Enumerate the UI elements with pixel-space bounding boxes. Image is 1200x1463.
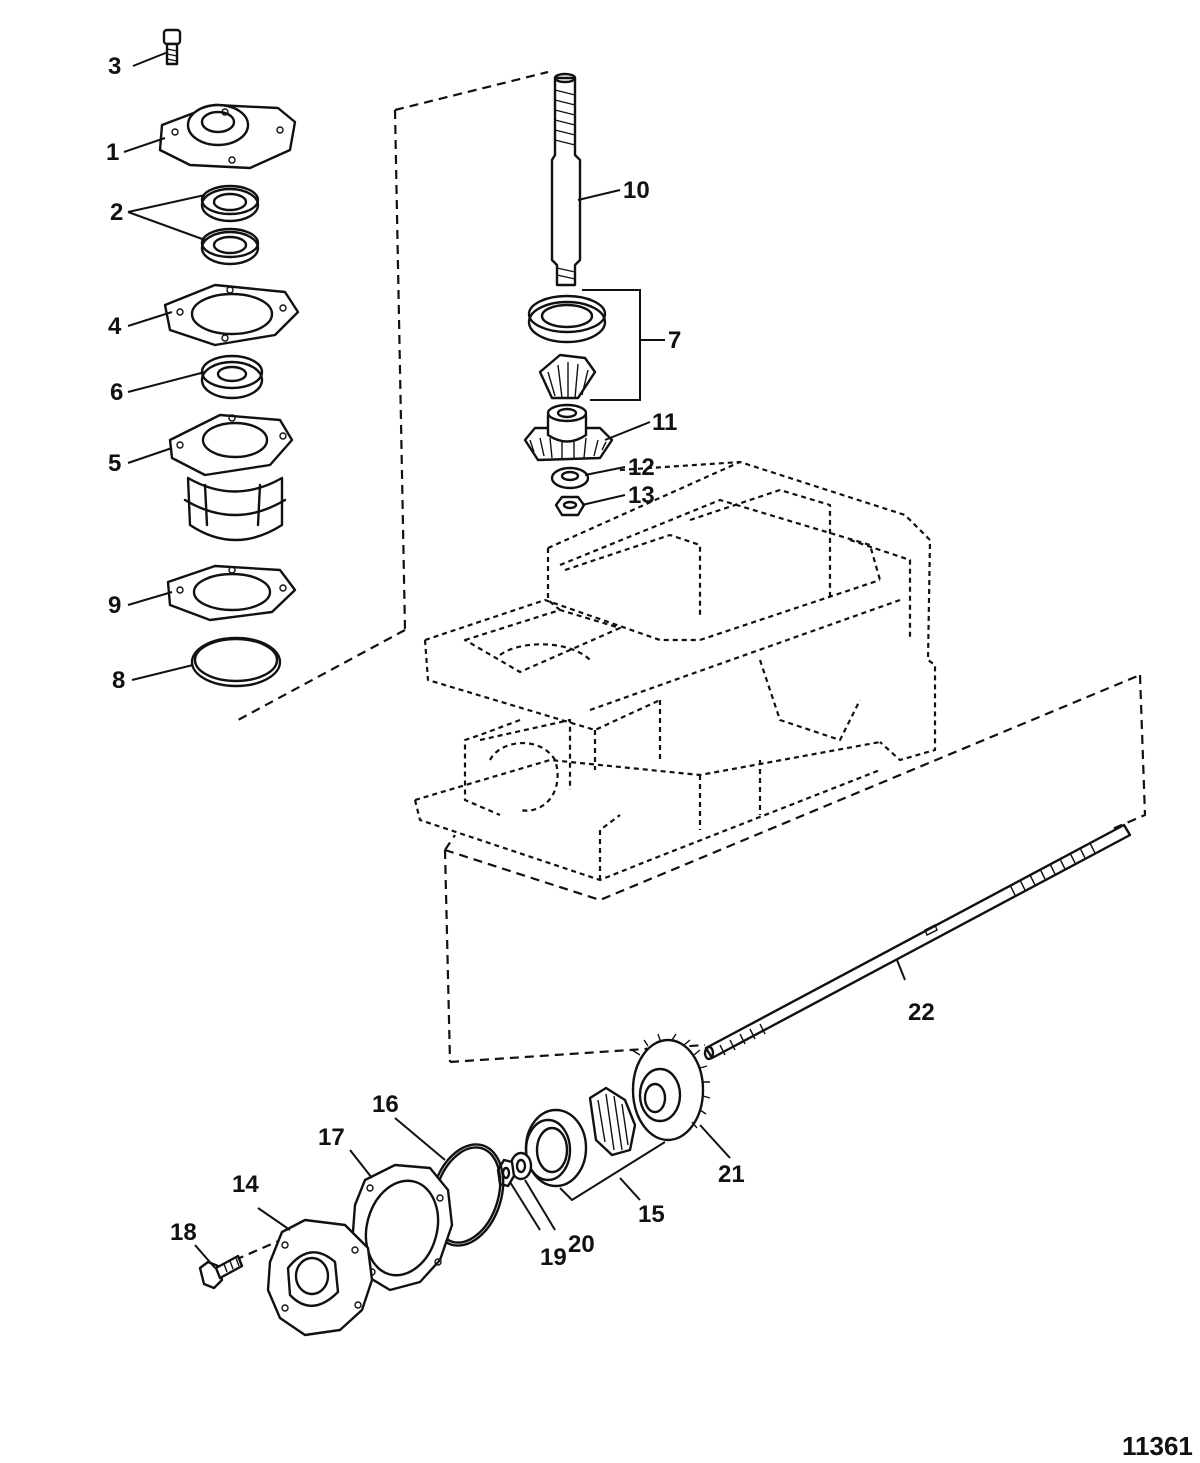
callout-12: 12 [628,454,655,481]
part-14-end-cover [266,1218,374,1337]
part-4-gasket [163,283,300,347]
callout-labels: 3 1 2 4 6 5 9 8 10 7 11 12 13 22 21 15 1… [106,53,935,1271]
part-1-cover-plate [158,103,297,170]
upper-assembly-dashed-frame [237,70,549,721]
part-9-gasket [166,564,297,622]
callout-1: 1 [106,139,119,166]
callout-5: 5 [108,450,121,477]
callout-9: 9 [108,592,121,619]
callout-21: 21 [718,1161,745,1188]
part-12-washer [550,466,590,490]
leader-lines [123,51,906,1269]
part-15-bearing-cone [588,1086,637,1157]
part-20-washer [509,1151,533,1181]
part-15-bearing-cup [524,1108,588,1188]
callout-22: 22 [908,999,935,1026]
part-22-propeller-shaft [703,823,1132,1061]
callout-15: 15 [638,1201,665,1228]
callout-3: 3 [108,53,121,80]
callout-18: 18 [170,1219,197,1246]
callout-13: 13 [628,482,655,509]
callout-16: 16 [372,1091,399,1118]
callout-11: 11 [652,409,677,436]
part-2-seals [200,184,260,266]
callout-2: 2 [110,199,123,226]
lower-assembly-dashed-frame [234,673,1147,1262]
callout-14: 14 [232,1171,259,1198]
callout-8: 8 [112,667,125,694]
callout-6: 6 [110,379,123,406]
part-6-bearing [200,354,264,400]
callout-17: 17 [318,1124,345,1151]
callout-20: 20 [568,1231,595,1258]
part-11-pinion-gear [523,403,614,462]
part-10-shaft [550,72,582,287]
part-3-screw [162,28,182,66]
part-18-bolt [198,1254,244,1290]
figure-number: 11361 [1122,1431,1193,1461]
part-13-nut [554,495,586,517]
part-21-forward-gear [631,1033,711,1142]
callout-19: 19 [540,1244,567,1271]
gear-housing-phantom [413,460,937,882]
part-7-bearing-cone [538,353,597,400]
callout-10: 10 [623,177,650,204]
part-8-o-ring [190,636,282,688]
part-17-gasket [350,1163,454,1292]
callout-4: 4 [108,313,122,340]
callout-7: 7 [668,327,681,354]
part-5-bearing-carrier [168,413,294,542]
part-7-bearing-race [527,294,607,344]
